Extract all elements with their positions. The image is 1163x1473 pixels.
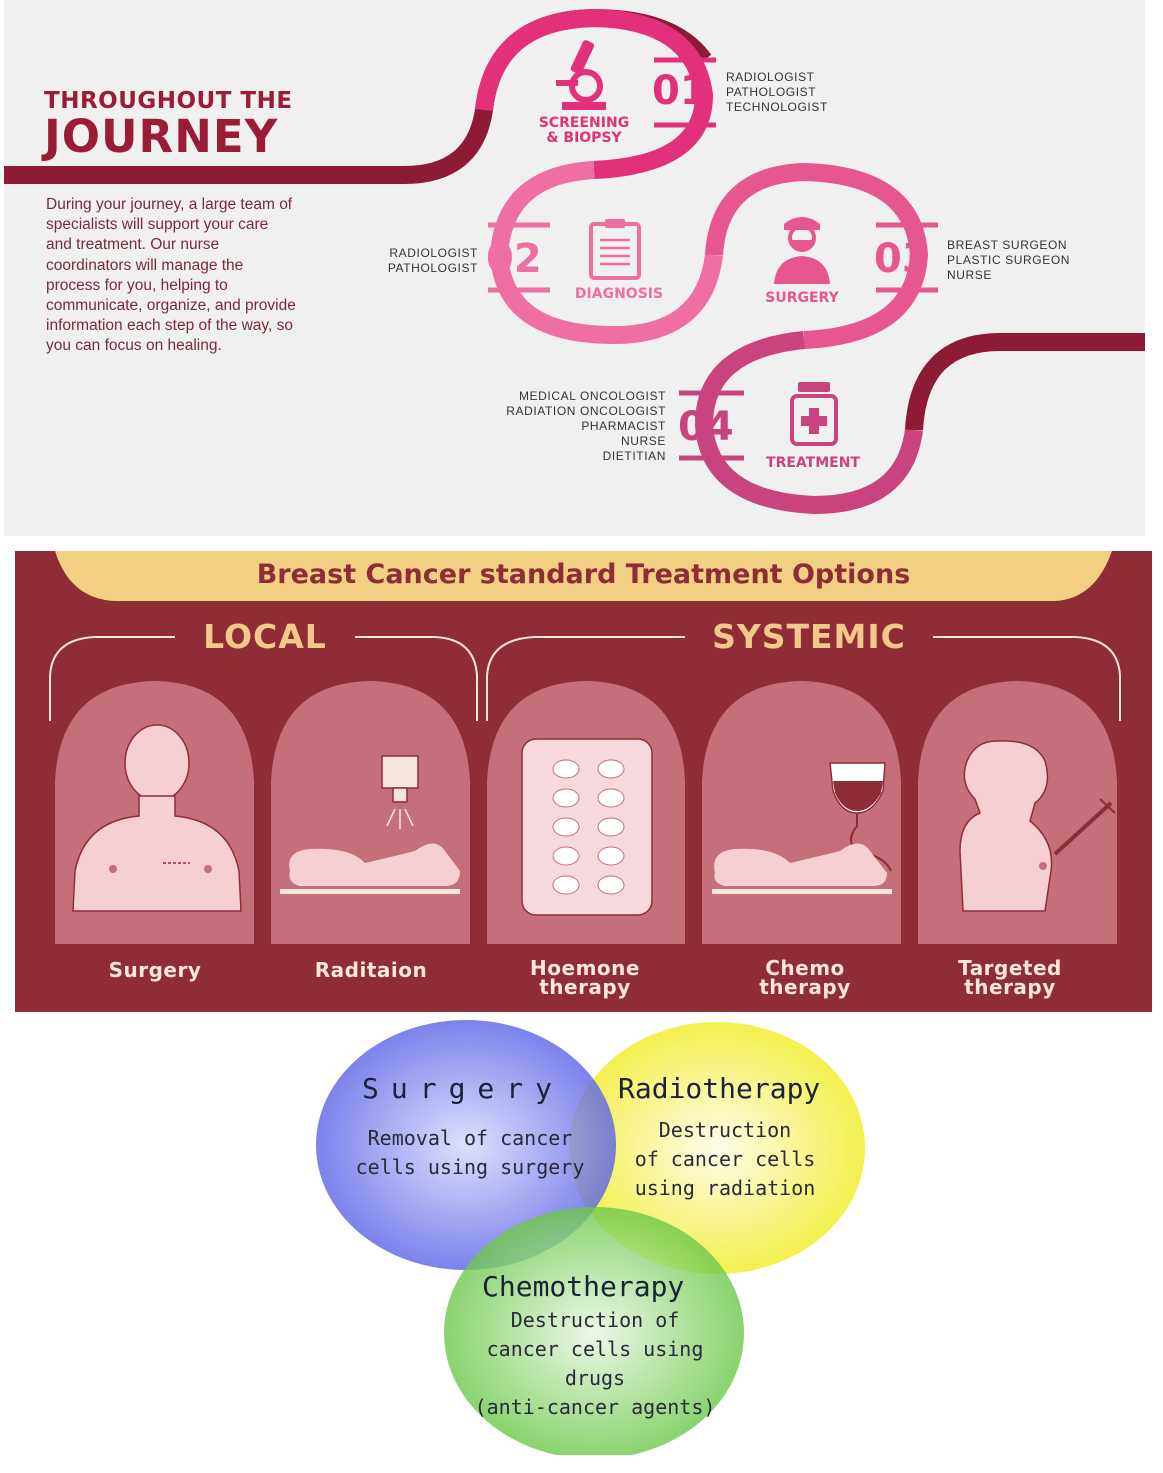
venn-text-line: Removal of cancer bbox=[367, 1126, 573, 1150]
option-label-line1: Surgery bbox=[108, 958, 202, 982]
radiotherapy-circle bbox=[569, 1022, 865, 1274]
role-item: DIETITIAN bbox=[602, 449, 666, 463]
torso-icon bbox=[72, 724, 242, 912]
venn-text-line: cells using surgery bbox=[355, 1155, 585, 1179]
option-chemo-label: Chemo therapy bbox=[705, 956, 905, 999]
radiation-icon bbox=[280, 755, 460, 894]
treatment-decor bbox=[49, 551, 1121, 944]
step1-label-line1: SCREENING bbox=[538, 115, 630, 131]
role-item: PATHOLOGIST bbox=[726, 85, 817, 99]
step1-label: SCREENING & BIOPSY bbox=[524, 116, 644, 146]
journey-title-line1: THROUGHOUT THE bbox=[44, 88, 293, 114]
option-label-line1: Targeted bbox=[958, 956, 1062, 980]
journey-title-line2: JOURNEY bbox=[44, 110, 279, 163]
step2-loop bbox=[489, 161, 723, 345]
step4-roles: MEDICAL ONCOLOGIST RADIATION ONCOLOGIST … bbox=[484, 389, 666, 464]
role-item: NURSE bbox=[620, 434, 666, 448]
chemotherapy-circle bbox=[444, 1207, 744, 1455]
role-item: NURSE bbox=[947, 268, 993, 282]
option-label-line1: Hoemone bbox=[530, 956, 640, 980]
venn-radiotherapy-title: Radiotherapy bbox=[618, 1072, 821, 1105]
role-item: TECHNOLOGIST bbox=[726, 100, 828, 114]
step3-roles: BREAST SURGEON PLASTIC SURGEON NURSE bbox=[947, 238, 1070, 283]
venn-text-line: using radiation bbox=[634, 1176, 816, 1200]
step1-label-line2: & BIOPSY bbox=[546, 130, 622, 146]
venn-text-line: (anti-cancer agents) bbox=[474, 1395, 716, 1419]
treatment-title: Breast Cancer standard Treatment Options bbox=[256, 559, 911, 590]
surgeon-icon bbox=[774, 217, 830, 284]
option-hormone-label: Hoemone therapy bbox=[485, 956, 685, 999]
surgery-circle bbox=[316, 1020, 616, 1270]
role-item: BREAST SURGEON bbox=[947, 238, 1068, 252]
treatment-options-panel: Breast Cancer standard Treatment Options… bbox=[15, 551, 1152, 1012]
journey-description: During your journey, a large team of spe… bbox=[46, 196, 296, 355]
pill-pack-icon bbox=[521, 738, 653, 916]
step3-loop bbox=[705, 162, 929, 349]
step1-roles: RADIOLOGIST PATHOLOGIST TECHNOLOGIST bbox=[726, 70, 828, 115]
step2-label: DIAGNOSIS bbox=[574, 286, 664, 302]
option-surgery-label: Surgery bbox=[55, 958, 255, 982]
card-chemo bbox=[702, 681, 901, 944]
venn-surgery-text: Removal of cancer cells using surgery bbox=[340, 1124, 600, 1182]
clipboard-icon bbox=[589, 219, 641, 280]
option-targeted-label: Targeted therapy bbox=[910, 956, 1110, 999]
option-radiation-label: Raditaion bbox=[271, 958, 471, 982]
step3-label: SURGERY bbox=[765, 290, 839, 306]
venn-chemotherapy-title: Chemotherapy bbox=[482, 1270, 685, 1303]
iv-bag-icon bbox=[712, 762, 892, 894]
option-label-line1: Chemo bbox=[765, 956, 845, 980]
role-item: RADIOLOGIST bbox=[726, 70, 815, 84]
step2-number: 02 bbox=[486, 236, 542, 282]
venn-text-line: cancer cells using drugs bbox=[486, 1337, 704, 1390]
venn-text-line: of cancer cells bbox=[634, 1147, 816, 1171]
microscope-icon bbox=[556, 40, 606, 110]
venn-diagram bbox=[316, 1020, 865, 1455]
option-label-line1: Raditaion bbox=[314, 958, 428, 982]
venn-chemotherapy-text: Destruction of cancer cells using drugs … bbox=[455, 1306, 735, 1422]
role-item: RADIATION ONCOLOGIST bbox=[506, 404, 666, 418]
step4-label: TREATMENT bbox=[766, 455, 860, 471]
step1-number: 01 bbox=[652, 68, 708, 114]
local-label: LOCAL bbox=[203, 617, 327, 656]
venn-radiotherapy-text: Destruction of cancer cells using radiat… bbox=[610, 1116, 840, 1203]
role-item: RADIOLOGIST bbox=[389, 246, 478, 260]
medicine-bottle-icon bbox=[790, 382, 838, 446]
venn-text-line: Destruction bbox=[658, 1118, 792, 1142]
venn-surgery-title: Surgery bbox=[362, 1072, 565, 1105]
journey-path bbox=[4, 8, 1145, 515]
role-item: PLASTIC SURGEON bbox=[947, 253, 1071, 267]
journey-panel: THROUGHOUT THE JOURNEY During your journ… bbox=[4, 0, 1145, 536]
option-label-line2: therapy bbox=[539, 975, 631, 999]
systemic-label: SYSTEMIC bbox=[712, 617, 906, 656]
step3-number: 03 bbox=[874, 236, 930, 282]
option-label-line2: therapy bbox=[964, 975, 1056, 999]
option-label-line2: therapy bbox=[759, 975, 851, 999]
role-item: MEDICAL ONCOLOGIST bbox=[518, 389, 666, 403]
role-item: PHARMACIST bbox=[581, 419, 666, 433]
step4-number: 04 bbox=[678, 404, 734, 450]
role-item: PATHOLOGIST bbox=[387, 261, 478, 275]
injection-icon bbox=[959, 740, 1116, 912]
step2-roles: RADIOLOGIST PATHOLOGIST bbox=[372, 246, 478, 276]
card-radiation bbox=[271, 681, 470, 944]
step1-loop bbox=[475, 8, 714, 179]
venn-text-line: Destruction of bbox=[510, 1308, 680, 1332]
step4-loop bbox=[694, 331, 923, 515]
